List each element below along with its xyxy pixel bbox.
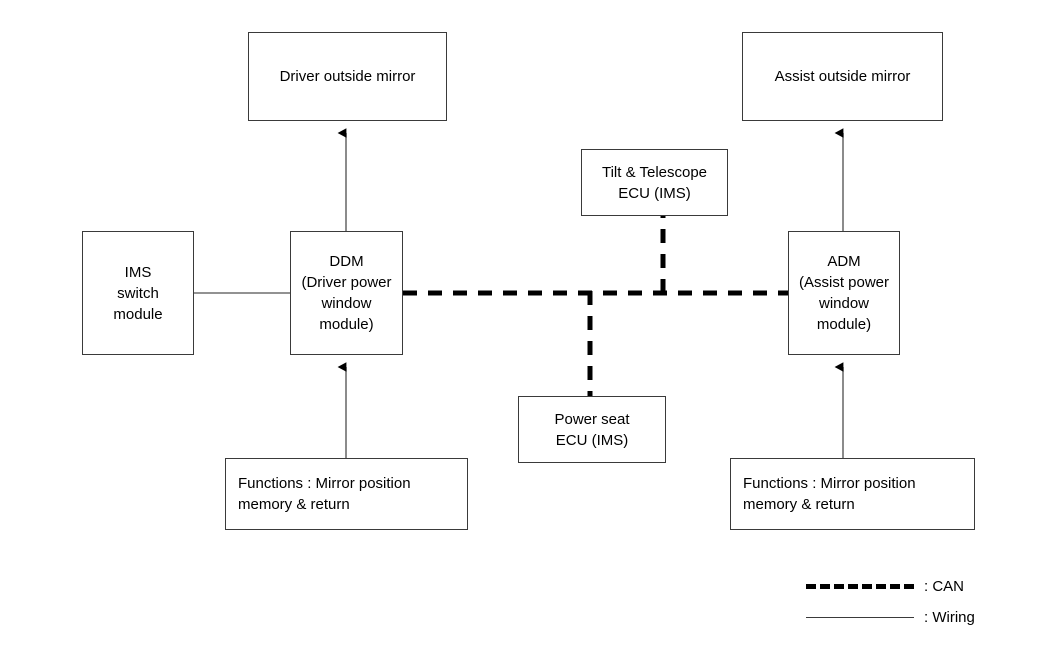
node-label: DDM (Driver power window module) [301, 253, 392, 333]
legend-label: : Wiring [924, 609, 975, 626]
node-label: Functions : Mirror position memory & ret… [743, 475, 916, 513]
node-label: Driver outside mirror [279, 68, 416, 85]
node-driver-outside-mirror[interactable]: Driver outside mirror [248, 32, 447, 121]
node-ddm[interactable]: DDM (Driver power window module) [290, 231, 403, 355]
node-label: Tilt & Telescope ECU (IMS) [601, 163, 708, 202]
node-functions-assist[interactable]: Functions : Mirror position memory & ret… [730, 458, 975, 530]
node-ims-switch-module[interactable]: IMS switch module [82, 231, 194, 355]
wiring-line-sample [806, 617, 914, 618]
can-line-sample [806, 584, 914, 589]
node-adm[interactable]: ADM (Assist power window module) [788, 231, 900, 355]
node-label: Assist outside mirror [774, 68, 911, 85]
node-label: IMS switch module [113, 263, 163, 323]
legend-label: : CAN [924, 578, 965, 595]
node-label: Power seat ECU (IMS) [554, 410, 630, 449]
node-functions-driver[interactable]: Functions : Mirror position memory & ret… [225, 458, 468, 530]
legend-item-wiring: : Wiring [806, 609, 975, 626]
node-label: Functions : Mirror position memory & ret… [238, 475, 411, 513]
node-power-seat-ecu[interactable]: Power seat ECU (IMS) [518, 396, 666, 463]
node-label: ADM (Assist power window module) [798, 253, 890, 333]
node-assist-outside-mirror[interactable]: Assist outside mirror [742, 32, 943, 121]
node-tilt-telescope-ecu[interactable]: Tilt & Telescope ECU (IMS) [581, 149, 728, 216]
legend-item-can: : CAN [806, 578, 964, 595]
